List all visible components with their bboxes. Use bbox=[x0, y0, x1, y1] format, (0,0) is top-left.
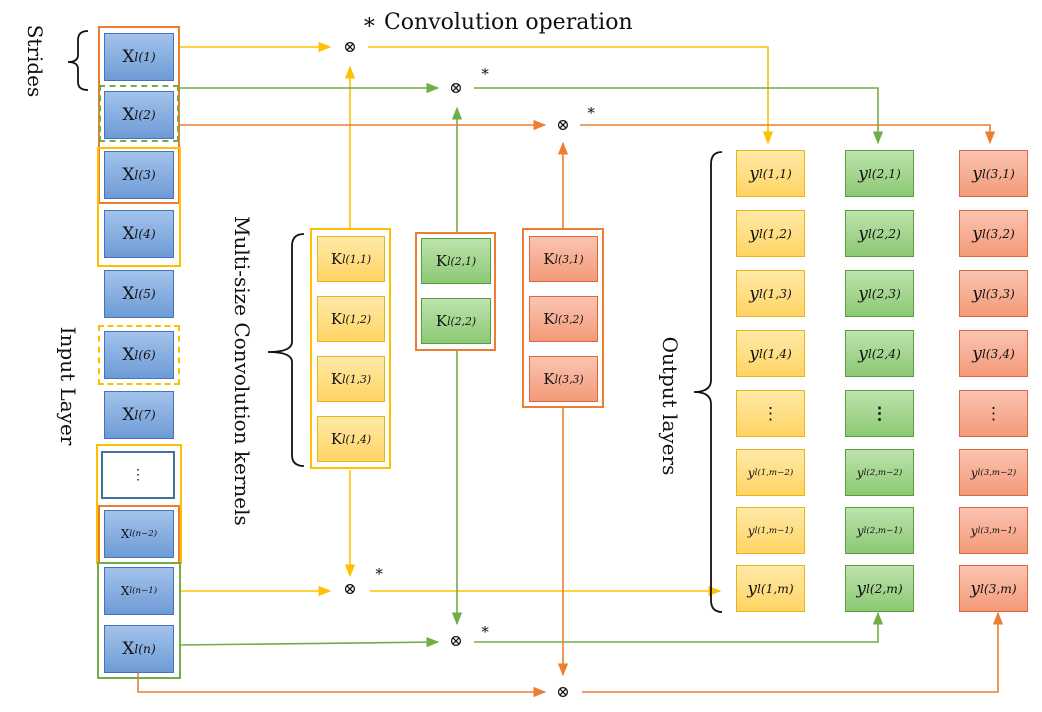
input-ellipsis: ⋮ bbox=[101, 451, 175, 499]
star-5: ∗ bbox=[480, 620, 491, 638]
conv-op-6: ⊗ bbox=[556, 682, 570, 701]
conv-op-2: ⊗ bbox=[449, 78, 463, 97]
arrow-conv3-to-y31 bbox=[580, 124, 996, 145]
arrow-conv5-to-y2m bbox=[474, 611, 884, 643]
arrow-xn-to-conv5 bbox=[179, 637, 440, 648]
strides-brace bbox=[67, 30, 89, 91]
legend-convolution-operation: ∗ Convolution operation bbox=[362, 10, 633, 35]
kernels-brace bbox=[267, 233, 305, 467]
star-2: ∗ bbox=[480, 62, 491, 80]
output-y3-ellipsis: ⋮ bbox=[959, 390, 1028, 437]
output-layers-label: Output layers bbox=[658, 336, 682, 476]
arrow-conv1-to-y11 bbox=[368, 46, 774, 145]
input-layer-label: Input Layer bbox=[56, 326, 80, 446]
star-3: ∗ bbox=[586, 101, 597, 119]
arrow-conv6-to-y3m bbox=[582, 611, 1004, 693]
arrow-xn-to-conv6 bbox=[137, 670, 547, 698]
kernels-label: Multi-size Convolution kernels bbox=[230, 216, 254, 526]
arrow-conv2-to-y21 bbox=[474, 87, 884, 145]
conv-op-3: ⊗ bbox=[556, 115, 570, 134]
conv-op-1: ⊗ bbox=[343, 37, 357, 56]
conv-op-5: ⊗ bbox=[449, 631, 463, 650]
output-y1-ellipsis: ⋮ bbox=[736, 390, 805, 437]
output-y2-ellipsis: ⋮ bbox=[845, 390, 914, 437]
output-brace bbox=[693, 151, 723, 613]
strides-label: Strides bbox=[23, 24, 47, 98]
star-4: ∗ bbox=[374, 562, 385, 580]
conv-op-4: ⊗ bbox=[343, 579, 357, 598]
